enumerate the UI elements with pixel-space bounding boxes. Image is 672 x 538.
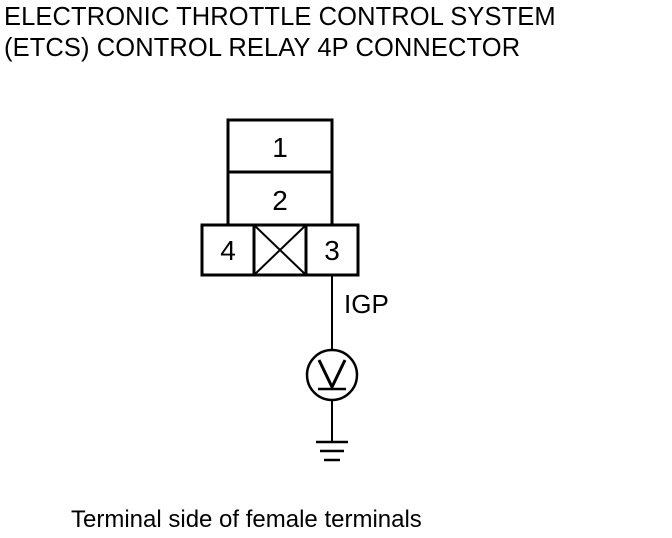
terminal-row	[200, 223, 360, 277]
igp-wire-label: IGP	[344, 289, 389, 319]
diagram-title-line-1: ELECTRONIC THROTTLE CONTROL SYSTEM	[4, 3, 556, 31]
terminal-4-label: 4	[220, 235, 236, 266]
terminal-1-label: 1	[272, 132, 288, 163]
diagram-title-line-2: (ETCS) CONTROL RELAY 4P CONNECTOR	[4, 34, 521, 62]
terminal-2-label: 2	[272, 185, 288, 216]
ground-icon	[316, 440, 348, 462]
connector-4p	[200, 118, 360, 277]
terminal-3-label: 3	[324, 235, 340, 266]
diagram-caption: Terminal side of female terminals	[71, 506, 422, 533]
blocked-cavity-diagonal-2	[253, 224, 307, 276]
voltmeter-icon	[305, 348, 359, 402]
